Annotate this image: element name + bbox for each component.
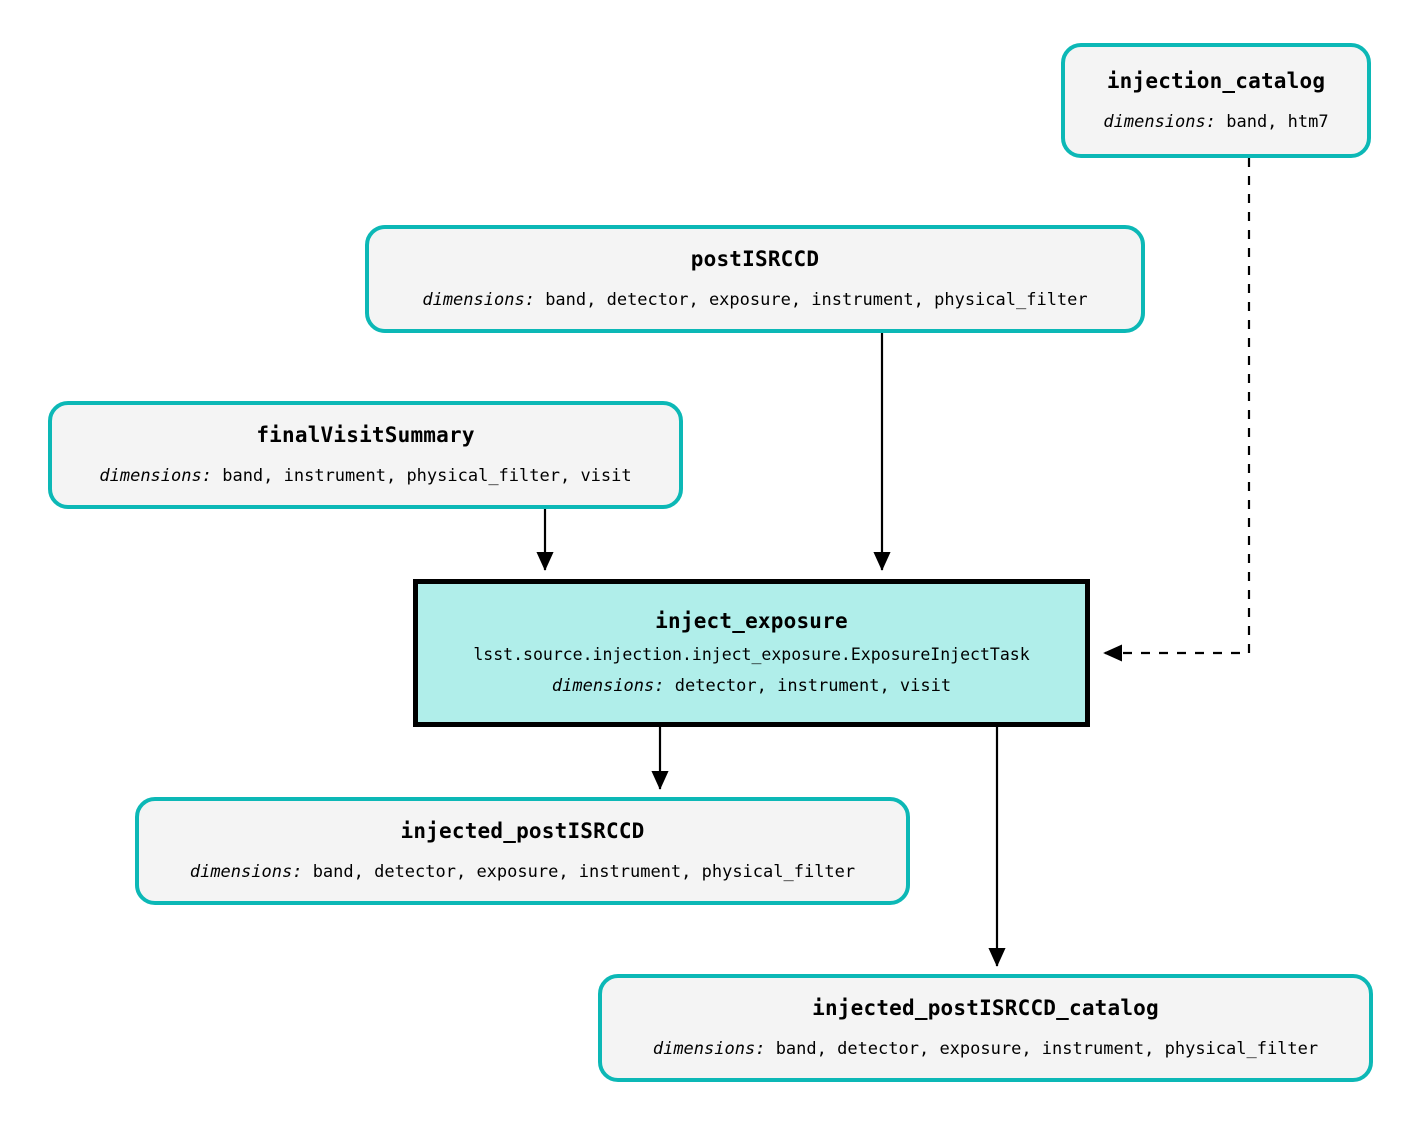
dataset-node-injection-catalog[interactable]: injection_catalog dimensions: band, htm7 <box>1061 43 1371 158</box>
dataset-node-finalvisitsummary[interactable]: finalVisitSummary dimensions: band, inst… <box>48 401 683 509</box>
dimensions-label: dimensions: <box>189 862 303 883</box>
dimensions-label: dimensions: <box>652 1039 766 1060</box>
dimensions-label: dimensions: <box>99 466 212 487</box>
node-dimensions: dimensions: band, detector, exposure, in… <box>422 291 1087 310</box>
node-title: postISRCCD <box>690 247 820 272</box>
dataset-node-postisrccd[interactable]: postISRCCD dimensions: band, detector, e… <box>365 225 1145 333</box>
node-title: injected_postISRCCD <box>400 819 645 844</box>
dimensions-value: detector, instrument, visit <box>674 676 952 697</box>
node-dimensions: dimensions: band, instrument, physical_f… <box>99 467 631 486</box>
node-dimensions: dimensions: detector, instrument, visit <box>552 677 951 696</box>
dataset-node-injected-postisrccd-catalog[interactable]: injected_postISRCCD_catalog dimensions: … <box>598 974 1373 1082</box>
dimensions-value: band, htm7 <box>1226 111 1329 132</box>
node-dimensions: dimensions: band, detector, exposure, in… <box>653 1040 1318 1059</box>
task-node-inject-exposure[interactable]: inject_exposure lsst.source.injection.in… <box>413 579 1090 727</box>
dimensions-value: band, detector, exposure, instrument, ph… <box>775 1039 1319 1060</box>
node-class-path: lsst.source.injection.inject_exposure.Ex… <box>473 645 1030 665</box>
dimensions-label: dimensions: <box>551 676 665 697</box>
node-title: injection_catalog <box>1106 68 1326 93</box>
dimensions-label: dimensions: <box>1103 111 1216 132</box>
dimensions-label: dimensions: <box>422 290 535 311</box>
node-dimensions: dimensions: band, detector, exposure, in… <box>190 863 855 882</box>
node-title: finalVisitSummary <box>256 423 475 448</box>
node-title: injected_postISRCCD_catalog <box>812 996 1159 1021</box>
node-title: inject_exposure <box>655 609 848 634</box>
node-dimensions: dimensions: band, htm7 <box>1103 111 1329 132</box>
dimensions-value: band, detector, exposure, instrument, ph… <box>545 290 1088 311</box>
dimensions-value: band, detector, exposure, instrument, ph… <box>312 862 856 883</box>
dataset-node-injected-postisrccd[interactable]: injected_postISRCCD dimensions: band, de… <box>135 797 910 905</box>
dimensions-value: band, instrument, physical_filter, visit <box>222 466 632 487</box>
